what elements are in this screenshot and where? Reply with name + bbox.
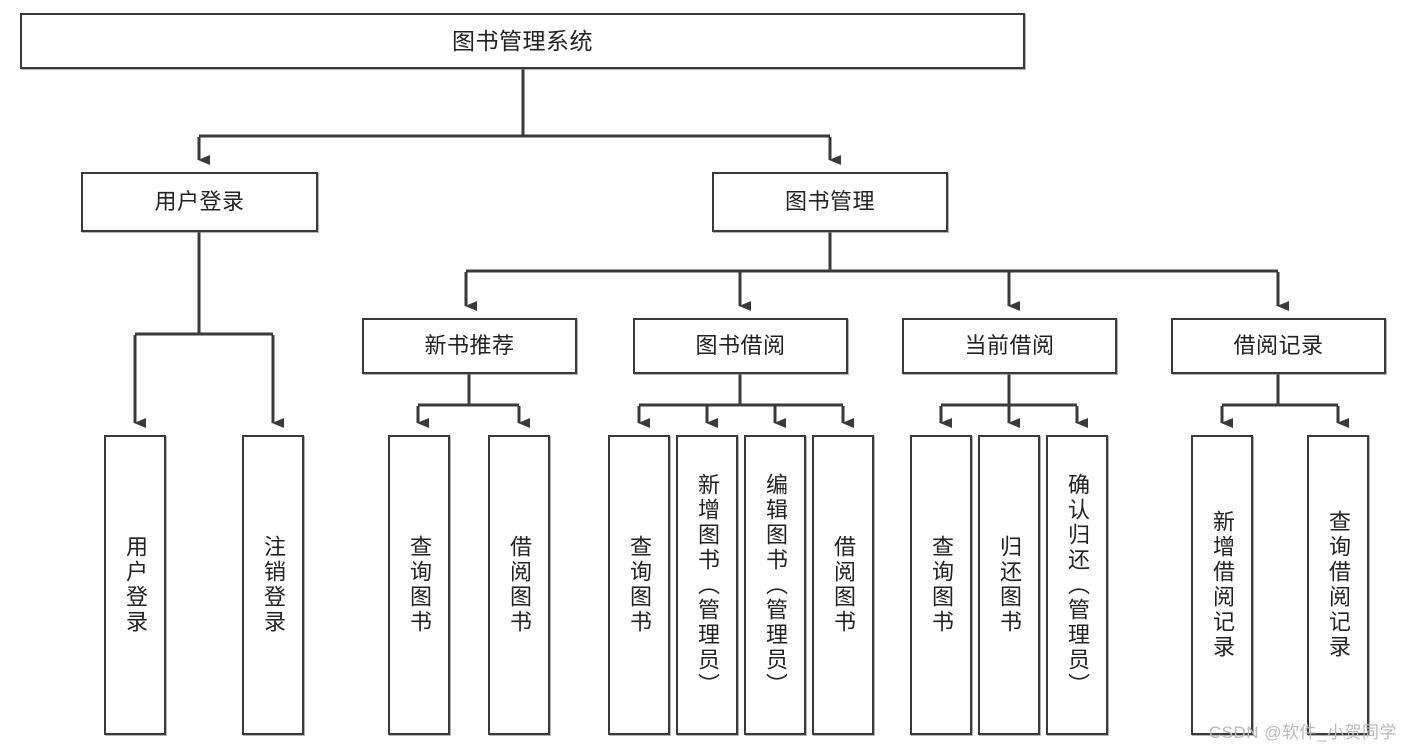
node-root-system[interactable]: 图书管理系统 <box>20 13 1025 69</box>
node-label: 借阅图书 <box>507 535 532 635</box>
node-label: 查询图书 <box>407 535 432 635</box>
node-current-borrow[interactable]: 当前借阅 <box>902 318 1117 374</box>
node-new-book-recommend[interactable]: 新书推荐 <box>362 318 577 374</box>
leaf-borrow-book-recommend[interactable]: 借阅图书 <box>488 435 550 735</box>
node-label: 图书管理 <box>784 189 875 215</box>
leaf-confirm-return[interactable]: 确认归还（管理员） <box>1046 435 1108 735</box>
node-label: 编辑图书（管理员） <box>763 472 788 698</box>
node-label: 图书借阅 <box>695 333 786 359</box>
leaf-edit-book[interactable]: 编辑图书（管理员） <box>744 435 806 735</box>
node-label: 当前借阅 <box>964 333 1055 359</box>
leaf-query-book-borrow[interactable]: 查询图书 <box>608 435 670 735</box>
node-label: 借阅图书 <box>831 535 856 635</box>
node-label: 用户登录 <box>154 189 245 215</box>
node-label: 注销登录 <box>261 535 286 635</box>
leaf-user-login[interactable]: 用户登录 <box>104 435 166 735</box>
leaf-borrow-book[interactable]: 借阅图书 <box>812 435 874 735</box>
node-book-borrow[interactable]: 图书借阅 <box>633 318 848 374</box>
node-label: 图书管理系统 <box>452 27 593 54</box>
node-label: 确认归还（管理员） <box>1065 472 1090 698</box>
node-label: 查询图书 <box>929 535 954 635</box>
node-label: 用户登录 <box>123 535 148 635</box>
node-label: 查询图书 <box>627 535 652 635</box>
leaf-logout[interactable]: 注销登录 <box>242 435 304 735</box>
node-label: 归还图书 <box>997 535 1022 635</box>
leaf-add-borrow-record[interactable]: 新增借阅记录 <box>1191 435 1253 735</box>
leaf-query-borrow-record[interactable]: 查询借阅记录 <box>1307 435 1369 735</box>
leaf-query-book-recommend[interactable]: 查询图书 <box>388 435 450 735</box>
node-label: 新增图书（管理员） <box>695 472 720 698</box>
node-user-login[interactable]: 用户登录 <box>81 172 318 232</box>
csdn-watermark: CSDN @软件_小贺同学 <box>1208 723 1397 742</box>
node-label: 查询借阅记录 <box>1326 510 1351 660</box>
node-label: 新增借阅记录 <box>1210 510 1235 660</box>
node-label: 借阅记录 <box>1233 333 1324 359</box>
leaf-query-book-current[interactable]: 查询图书 <box>910 435 972 735</box>
node-label: 新书推荐 <box>424 333 515 359</box>
node-book-management[interactable]: 图书管理 <box>712 172 948 232</box>
node-borrow-record[interactable]: 借阅记录 <box>1171 318 1386 374</box>
leaf-return-book[interactable]: 归还图书 <box>978 435 1040 735</box>
leaf-add-book[interactable]: 新增图书（管理员） <box>676 435 738 735</box>
